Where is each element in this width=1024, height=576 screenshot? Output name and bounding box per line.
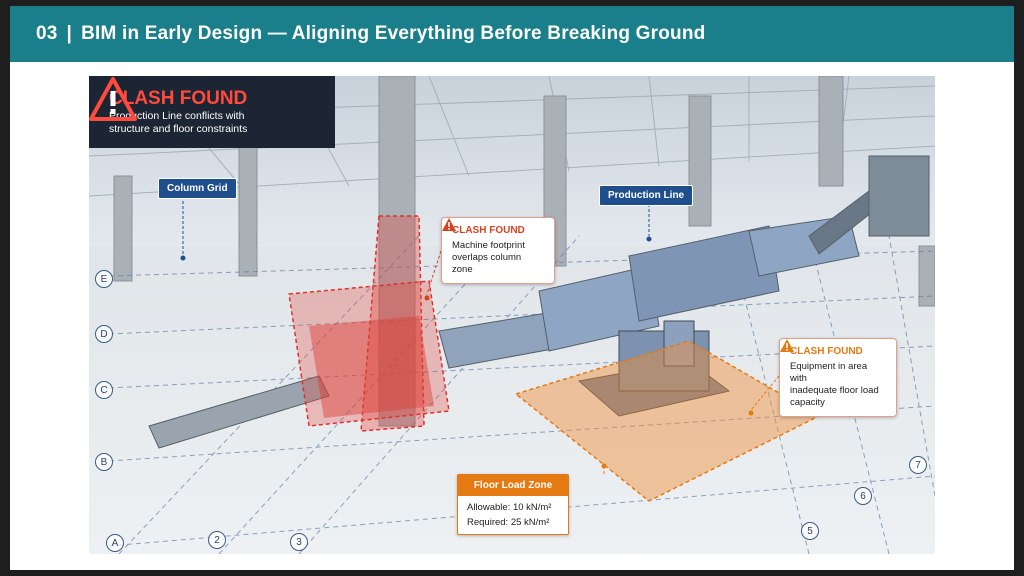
warning-triangle-icon xyxy=(89,77,137,121)
floor-load-allowable: Allowable: 10 kN/m² xyxy=(467,502,552,513)
slide: 03 | BIM in Early Design — Aligning Everyt… xyxy=(10,6,1014,570)
column-clash-line-1: Machine footprint xyxy=(452,240,525,251)
grid-col-2-marker: 2 xyxy=(208,531,226,549)
slide-title: 03 | BIM in Early Design — Aligning Everyt… xyxy=(36,23,705,45)
floor-clash-line-2: inadequate floor load xyxy=(790,385,879,396)
banner-line-1: Production Line conflicts with xyxy=(109,110,245,122)
floor-clash-line-3: capacity xyxy=(790,397,825,408)
floor-load-title: Floor Load Zone xyxy=(458,475,568,496)
clash-banner: CLASH FOUND Production Line conflicts wi… xyxy=(89,76,335,148)
title-bar: 03 | BIM in Early Design — Aligning Everyt… xyxy=(10,6,1014,62)
grid-row-d-marker: D xyxy=(95,325,113,343)
column-clash-line-2: overlaps column zone xyxy=(452,252,522,275)
column-clash-heading: CLASH FOUND xyxy=(452,225,525,236)
grid-col-6-marker: 6 xyxy=(854,487,872,505)
banner-heading: CLASH FOUND xyxy=(109,88,248,109)
factory-illustration xyxy=(89,76,935,554)
column-clash-callout: CLASH FOUND Machine footprint overlaps c… xyxy=(441,217,555,284)
floor-load-zone-box: Floor Load Zone Allowable: 10 kN/m² Requ… xyxy=(457,474,569,535)
banner-line-2: structure and floor constraints xyxy=(109,123,248,135)
slide-number: 03 xyxy=(36,23,58,44)
grid-row-c-marker: C xyxy=(95,381,113,399)
title-separator: | xyxy=(66,23,73,44)
floor-load-required: Required: 25 kN/m² xyxy=(467,517,550,528)
grid-row-e-marker: E xyxy=(95,270,113,288)
factory-scene: CLASH FOUND Production Line conflicts wi… xyxy=(89,76,935,554)
warning-icon xyxy=(442,218,456,231)
warning-icon xyxy=(780,339,794,352)
grid-col-5-marker: 5 xyxy=(801,522,819,540)
production-line-label: Production Line xyxy=(599,185,694,206)
slide-title-text: BIM in Early Design — Aligning Everythin… xyxy=(81,23,706,44)
grid-col-7-marker: 7 xyxy=(909,456,927,474)
grid-row-a-marker: A xyxy=(106,534,124,552)
grid-col-3-marker: 3 xyxy=(290,533,308,551)
column-grid-label: Column Grid xyxy=(158,178,237,199)
floor-clash-callout: CLASH FOUND Equipment in area with inade… xyxy=(779,338,897,417)
grid-row-b-marker: B xyxy=(95,453,113,471)
floor-clash-heading: CLASH FOUND xyxy=(790,346,863,357)
floor-clash-line-1: Equipment in area with xyxy=(790,361,868,384)
